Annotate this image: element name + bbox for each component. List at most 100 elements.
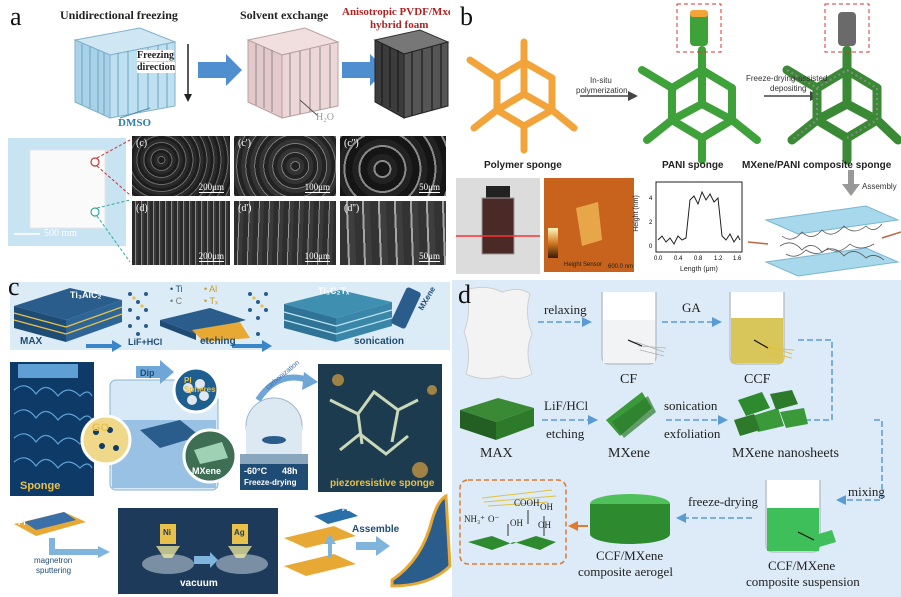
sem-scale: 100μm: [304, 182, 330, 193]
afm-height-sensor-label: Height Sensor: [564, 262, 603, 268]
sem-scale: 50μm: [419, 182, 440, 193]
panel-b-label: b: [460, 2, 473, 31]
pani-zoom-box: [676, 3, 722, 53]
sem-scale: 200μm: [198, 251, 224, 262]
mxene-nanosheets: [734, 390, 808, 436]
legend-c: • C: [170, 296, 183, 306]
freezing-direction-label-2: direction: [137, 62, 176, 73]
plot-xtick: 1.6: [733, 256, 742, 262]
plot-ytick: 0: [649, 244, 653, 250]
sem-scale: 50μm: [419, 251, 440, 262]
mxene-formula: Ti₃C₂Tₓ: [318, 286, 350, 296]
o-minus-label: O⁻: [488, 514, 500, 524]
electrode-bottom: [284, 554, 356, 576]
atom-dots: [128, 292, 268, 336]
sonication-label: sonication: [664, 398, 718, 413]
dip-arrow: [136, 360, 174, 384]
solvent-exchange-block: [246, 27, 340, 119]
max-label: MAX: [480, 446, 513, 461]
piezoresistive-label: piezoresistive sponge: [330, 478, 435, 489]
electrode-top: [284, 526, 356, 548]
pani-rod: [690, 12, 708, 46]
compressed-sponge: [779, 223, 885, 261]
go-circle: [80, 414, 132, 466]
pe-film: [314, 508, 358, 524]
sem-scale: 200μm: [198, 182, 224, 193]
plot-xtick: 0.8: [694, 256, 703, 262]
pani-sponge: [638, 46, 761, 164]
nanosheets-label: MXene nanosheets: [732, 446, 839, 461]
sponge-label: Sponge: [20, 480, 61, 492]
go-label: GO: [92, 422, 110, 434]
hybrid-foam-block: [373, 29, 450, 119]
assemble-label: Assemble: [352, 524, 400, 535]
oh-label: OH: [538, 520, 551, 530]
plot-ytick: 2: [649, 220, 653, 226]
polymer-sponge: [466, 38, 578, 154]
etched-flakes: [160, 308, 250, 342]
plot-xtick: 1.2: [714, 256, 723, 262]
aerogel-label-2: composite aerogel: [578, 564, 673, 579]
freeze-temp-label: -60°C: [244, 466, 268, 476]
panel-a-graphics: [8, 27, 450, 263]
sponge-image: [10, 362, 94, 496]
freeze-time-label: 48h: [282, 466, 298, 476]
in-situ-label: In-situ: [590, 76, 612, 85]
suspension-label-1: CCF/MXene: [768, 558, 836, 573]
pi-spheres-circle: [172, 366, 220, 414]
ag-target: [232, 524, 248, 544]
magnetron-label-2: sputtering: [36, 566, 72, 575]
composite-sponge-caption: MXene/PANI composite sponge: [742, 160, 892, 171]
depositing-label: depositing: [770, 84, 807, 93]
dmso-label: DMSO: [118, 117, 151, 129]
step-unidirectional-freezing: Unidirectional freezing: [60, 8, 178, 22]
freeze-drying-label: Freeze-drying: [244, 478, 297, 487]
panel-d: d relaxing GA CF CCF LiF/HCl etching son…: [452, 280, 901, 597]
legend-ti: • Ti: [170, 284, 183, 294]
step-anisotropic-foam-line1: Anisotropic PVDF/Mxene: [342, 6, 450, 18]
ccf-label: CCF: [744, 372, 771, 387]
sem-image-d-prime: (d') 100μm: [234, 201, 336, 265]
panel-c-label: c: [8, 280, 20, 301]
sem-label: (d'): [238, 203, 252, 214]
cooh-label: COOH: [514, 498, 540, 508]
plot-xtick: 0.4: [674, 256, 683, 262]
sem-image-d-double-prime: (d'') 50μm: [340, 201, 446, 265]
etching-label: etching: [200, 336, 236, 347]
max-label: MAX: [20, 336, 43, 347]
mxene-pani-sponge: [782, 45, 901, 165]
composite-rod: [838, 12, 856, 46]
dip-label: Dip: [140, 368, 155, 378]
unidirectional-freezing-block: [73, 27, 177, 119]
height-profile-line: [657, 190, 741, 245]
panel-c: c Ti₃AlC₂ • Ti • Al • C • Tₓ Ti₃C₂Tₓ MXe…: [0, 280, 452, 597]
sem-label: (d''): [344, 203, 360, 214]
panel-d-label: d: [458, 280, 471, 309]
exfoliation-label: exfoliation: [664, 426, 721, 441]
sem-image-c-prime: (c') 100μm: [234, 136, 336, 196]
sem-label: (c''): [344, 138, 359, 149]
freeze-drying-label: freeze-drying: [688, 494, 759, 509]
composite-zoom-box: [824, 3, 870, 53]
process-arrow-1: [198, 54, 242, 86]
carbonization-arrow: [255, 374, 309, 402]
height-profile-plot: [655, 181, 743, 253]
assemble-arrow: [356, 536, 390, 556]
assembly-arrow: [842, 184, 860, 196]
polymerization-label: polymerization: [576, 86, 628, 95]
lif-hcl-label: LiF+HCl: [128, 337, 163, 347]
panel-a: a Unidirectional freezing Solvent exchan…: [0, 0, 450, 270]
legend-al: • Al: [204, 284, 218, 294]
etching-label: etching: [546, 426, 585, 441]
ni-target: [160, 524, 176, 544]
panel-a-label: a: [10, 2, 22, 31]
vacuum-chamber: [118, 508, 278, 594]
relaxing-label: relaxing: [544, 302, 587, 317]
step-anisotropic-foam-line2: hybrid foam: [370, 19, 429, 31]
plot-xlabel: Length (μm): [680, 266, 718, 273]
sem-scale: 100μm: [304, 251, 330, 262]
oh-label: OH: [540, 502, 553, 512]
max-formula: Ti₃AlC₂: [70, 290, 102, 300]
cf-label: CF: [620, 372, 638, 387]
sem-label: (c): [136, 138, 148, 149]
